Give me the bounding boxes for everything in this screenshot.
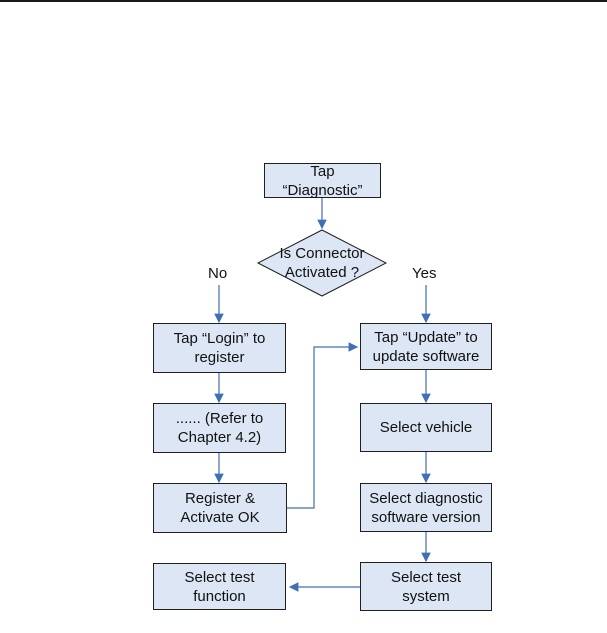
select-version-box: Select diagnostic software version bbox=[360, 483, 492, 532]
end-box: Select test function bbox=[153, 563, 286, 610]
branch-no-label: No bbox=[208, 265, 227, 282]
select-vehicle-box: Select vehicle bbox=[360, 403, 492, 452]
select-system-box: Select test system bbox=[360, 562, 492, 611]
branch-yes-label: Yes bbox=[412, 265, 436, 282]
decision-label: Is Connector Activated ? bbox=[262, 244, 382, 282]
register-box: Register & Activate OK bbox=[153, 483, 287, 533]
login-box: Tap “Login” to register bbox=[153, 323, 286, 373]
start-box: Tap “Diagnostic” bbox=[264, 163, 381, 198]
refer-box: ...... (Refer to Chapter 4.2) bbox=[153, 403, 286, 453]
update-box: Tap “Update” to update software bbox=[360, 323, 492, 370]
connector-register-to-update bbox=[287, 347, 357, 508]
